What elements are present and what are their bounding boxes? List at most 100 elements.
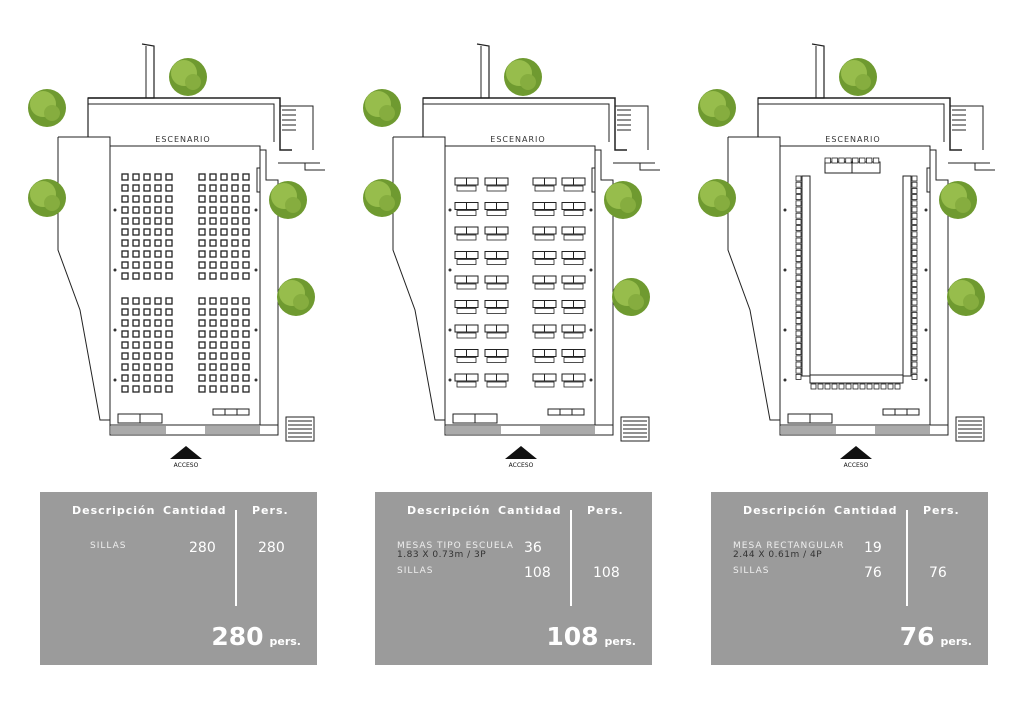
access-label: ACCESO: [174, 462, 199, 469]
chair: [795, 355, 802, 362]
desk-chairs: [486, 283, 507, 290]
row-description: SILLAS: [90, 541, 127, 551]
side-table: [902, 175, 912, 377]
building-wall: [58, 136, 111, 146]
desk-chairs: [563, 185, 584, 192]
desk-chairs: [486, 185, 507, 192]
desk-chairs: [486, 210, 507, 216]
chair: [242, 352, 250, 360]
chair: [795, 206, 802, 213]
column-dot: [589, 208, 593, 212]
chair: [209, 385, 217, 393]
column-dot: [113, 268, 117, 272]
chair: [220, 352, 228, 360]
column-dot: [924, 328, 928, 332]
chair: [231, 184, 239, 192]
chair: [859, 383, 866, 390]
row-quantity: 76: [864, 565, 882, 581]
desk-chairs: [563, 210, 584, 216]
chair: [795, 330, 802, 337]
chair: [209, 195, 217, 203]
chair: [132, 261, 140, 269]
desk-chairs: [456, 381, 477, 388]
chair: [198, 319, 206, 327]
desk-chairs: [534, 357, 555, 363]
chair: [165, 250, 173, 258]
chair: [132, 363, 140, 371]
chair: [795, 367, 802, 374]
header-persons: Pers.: [587, 504, 624, 517]
chair: [894, 383, 901, 390]
access-label: ACCESO: [844, 462, 869, 469]
chair: [209, 184, 217, 192]
chair: [143, 374, 151, 382]
chair: [154, 374, 162, 382]
desk-chairs: [534, 308, 555, 314]
tree-highlight: [293, 294, 309, 310]
chair: [220, 363, 228, 371]
chair: [154, 206, 162, 214]
access-arrow-icon: [170, 446, 202, 459]
desk-chairs: [563, 381, 584, 388]
row-quantity: 19: [864, 540, 882, 556]
chair: [911, 361, 918, 368]
chair: [220, 173, 228, 181]
chair: [795, 324, 802, 331]
chair: [198, 184, 206, 192]
chair: [154, 330, 162, 338]
tree-icon: [698, 179, 736, 217]
bottom-table: [809, 374, 904, 384]
chair: [209, 330, 217, 338]
chair: [911, 249, 918, 256]
side-wall: [595, 149, 614, 430]
desk-chairs: [534, 234, 555, 241]
desk-chairs: [486, 381, 507, 388]
side-wall: [260, 149, 279, 430]
chair: [121, 272, 129, 280]
chair: [220, 239, 228, 247]
tree-icon: [269, 181, 307, 219]
chair: [231, 206, 239, 214]
chair: [198, 363, 206, 371]
chair: [132, 330, 140, 338]
chair: [810, 383, 817, 390]
header-description: Descripción: [407, 504, 491, 517]
chair: [795, 249, 802, 256]
chair: [165, 385, 173, 393]
chair: [873, 383, 880, 390]
tree-highlight: [620, 197, 636, 213]
chair: [831, 157, 838, 164]
chair: [132, 308, 140, 316]
chair: [911, 187, 918, 194]
chair: [911, 330, 918, 337]
desk-chairs: [563, 283, 584, 290]
entrance-wall: [779, 424, 949, 436]
chair: [121, 173, 129, 181]
planter: [875, 426, 930, 434]
tree-icon: [604, 181, 642, 219]
tree-highlight: [44, 195, 60, 211]
access-arrow-icon: [505, 446, 537, 459]
chair: [866, 383, 873, 390]
chair: [132, 173, 140, 181]
chair: [795, 361, 802, 368]
building-wall: [758, 103, 945, 142]
chair: [143, 341, 151, 349]
chair: [165, 217, 173, 225]
planter: [781, 426, 836, 434]
chair: [121, 195, 129, 203]
capacity-table-auditorium: Descripción Cantidad Pers. SILLAS 280 28…: [40, 492, 317, 665]
chair: [209, 319, 217, 327]
chair: [838, 383, 845, 390]
chair: [838, 157, 845, 164]
header-persons: Pers.: [923, 504, 960, 517]
chair: [220, 228, 228, 236]
chair: [154, 308, 162, 316]
chair: [220, 330, 228, 338]
planter: [111, 426, 166, 434]
tree-icon: [363, 179, 401, 217]
header-description: Descripción: [72, 504, 156, 517]
chair: [143, 228, 151, 236]
chair: [132, 272, 140, 280]
